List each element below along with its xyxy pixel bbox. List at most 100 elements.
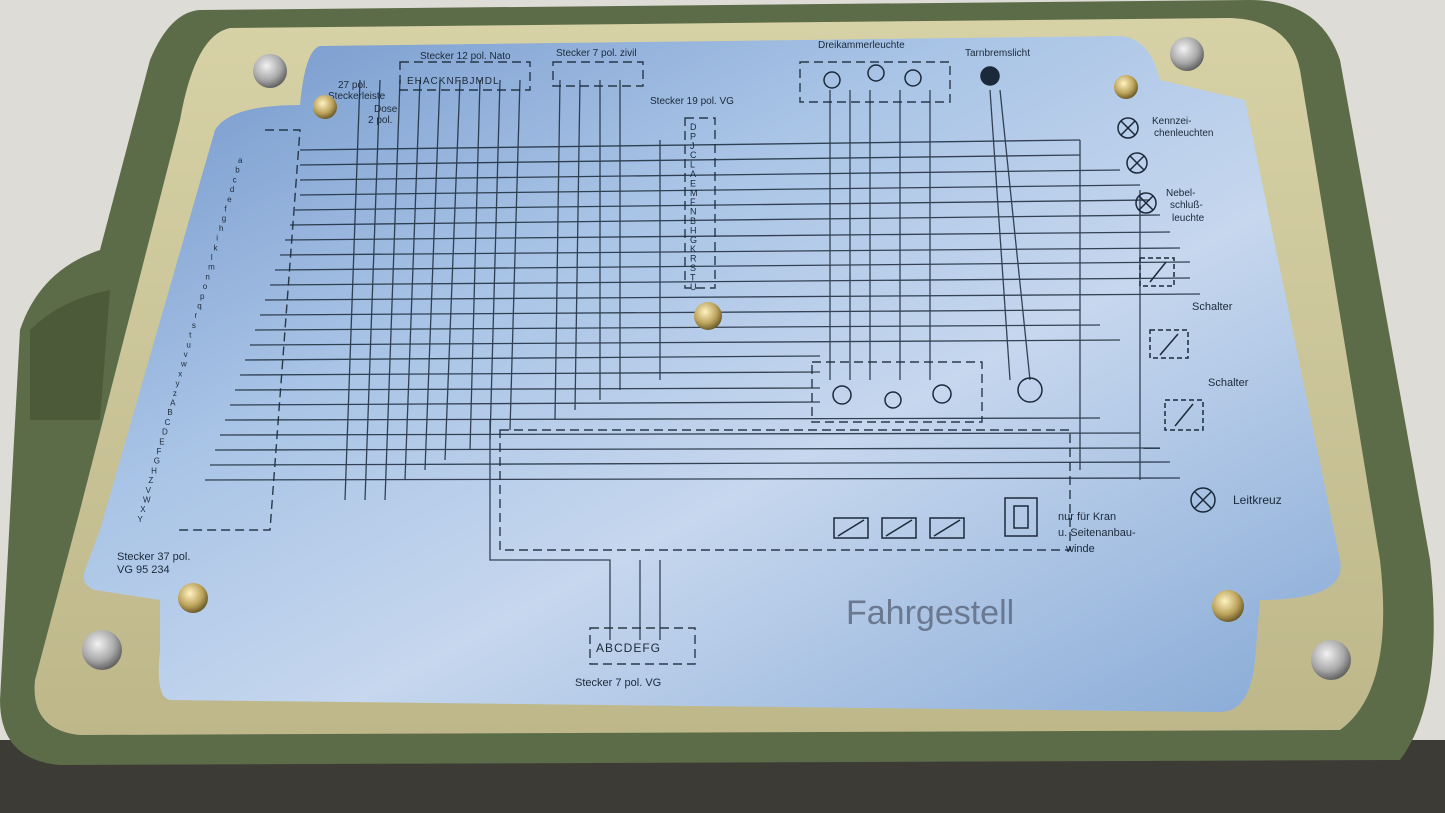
- stecker-37-pin: g: [222, 214, 226, 223]
- dreikammer-lamp-icon: [823, 64, 922, 89]
- nebel-label-2: schluß-: [1170, 200, 1203, 211]
- tarnbrems-lamp-icon: [980, 66, 1043, 403]
- stecker-37-pin: C: [165, 418, 171, 427]
- stecker-19-label: Stecker 19 pol. VG: [650, 96, 734, 107]
- stecker-37-pin: t: [189, 331, 192, 340]
- stecker-37-pin: k: [214, 243, 219, 252]
- stecker-37-pin: Z: [148, 476, 153, 485]
- stecker-19-pin: E: [690, 178, 696, 188]
- stecker-37-pin: l: [211, 253, 213, 262]
- wiring-diagram: [204, 79, 1201, 640]
- stecker-37-pin: H: [151, 466, 157, 475]
- nebel-lamp-icon: [1135, 192, 1157, 214]
- stecker-37-pin: h: [219, 224, 223, 233]
- stecker-37-pin: b: [235, 166, 240, 175]
- stecker-37-pin: o: [203, 282, 208, 291]
- steckerleiste-label: Steckerleiste: [328, 91, 386, 102]
- stecker-37-label: Stecker 37 pol.: [117, 551, 190, 563]
- screw-top-right-icon: [1170, 37, 1204, 71]
- kennzeichen-label-2: chenleuchten: [1154, 128, 1214, 139]
- stecker-37-pin: E: [159, 437, 164, 446]
- stecker-7-zivil-label: Stecker 7 pol. zivil: [556, 48, 637, 59]
- stecker-19-pin: A: [690, 169, 696, 179]
- leitkreuz-label: Leitkreuz: [1233, 493, 1282, 507]
- brass-screw-1-icon: [313, 95, 337, 119]
- stecker-37-pin: D: [162, 428, 168, 437]
- stecker-19-pin: C: [690, 150, 697, 160]
- schalter-1-icon: [1149, 329, 1189, 359]
- schalter-label-2: Schalter: [1208, 377, 1249, 389]
- plate-title: Fahrgestell: [846, 594, 1014, 632]
- lamp-symbols: [823, 64, 1216, 513]
- nebel-label-1: Nebel-: [1166, 188, 1195, 199]
- stecker-37-pin: d: [230, 185, 234, 194]
- stecker-37-pin: p: [200, 292, 205, 301]
- screw-bottom-left-icon: [82, 630, 122, 670]
- stecker-19-pin: K: [690, 244, 696, 254]
- stecker-37-pin: W: [143, 496, 151, 505]
- switch-symbols: [833, 257, 1204, 539]
- circuit-plate: [83, 36, 1341, 712]
- stecker-37-pin: v: [184, 350, 188, 359]
- stecker-37-pin: x: [178, 369, 182, 378]
- stecker-19-pin: D: [690, 122, 697, 132]
- stecker-37-pin: r: [195, 311, 198, 320]
- stecker-37-pin: u: [186, 340, 190, 349]
- stecker-37-pin: e: [227, 195, 232, 204]
- stecker-19-pin: P: [690, 131, 696, 141]
- stecker-37-pin: i: [216, 234, 218, 243]
- pol-27-label: 27 pol.: [338, 80, 368, 91]
- schalter-2-icon: [1164, 399, 1204, 431]
- stecker-37-pin: Y: [138, 515, 144, 524]
- schalter-3-icon: [1139, 257, 1175, 287]
- kennzeichen-label-1: Kennzei-: [1152, 116, 1191, 127]
- screw-bottom-right-icon: [1311, 640, 1351, 680]
- stecker-19-pin: T: [690, 272, 696, 282]
- stecker-37-pin: n: [205, 272, 209, 281]
- stecker-37-pin: z: [173, 389, 177, 398]
- stecker-37-pin: y: [176, 379, 180, 388]
- stecker-7-vg-label: Stecker 7 pol. VG: [575, 677, 661, 689]
- nebel-label-3: leuchte: [1172, 213, 1205, 224]
- schalter-label-1: Schalter: [1192, 301, 1233, 313]
- stecker-37-pin: q: [197, 302, 201, 311]
- stecker-37-pin: F: [157, 447, 162, 456]
- stecker-19-pin: M: [690, 188, 698, 198]
- leitkreuz-lamp-icon: [1190, 487, 1216, 513]
- stecker-12-pins: EHACKNFBJMDL: [407, 76, 500, 87]
- tarnbrems-label: Tarnbremslicht: [965, 48, 1030, 59]
- stecker-37-pin: m: [208, 263, 215, 272]
- kennzeichen-lamp-2-icon: [1126, 152, 1148, 174]
- kran-label-1: nur für Kran: [1058, 511, 1116, 523]
- stecker-37-pin: s: [192, 321, 196, 330]
- stecker-19-pin: R: [690, 254, 697, 264]
- stecker-37-vg-label: VG 95 234: [117, 564, 170, 576]
- dose-pol-label: 2 pol.: [368, 115, 392, 126]
- stecker-37-pin: c: [233, 175, 237, 184]
- stecker-19-pin: B: [690, 216, 696, 226]
- stecker-19-pin: N: [690, 207, 697, 217]
- brass-screw-3-icon: [694, 302, 722, 330]
- stecker-12-label: Stecker 12 pol. Nato: [420, 51, 511, 62]
- stecker-7-vg-pins: ABCDEFG: [596, 641, 661, 655]
- stecker-37-pin: f: [224, 205, 227, 214]
- kran-label-2: u. Seitenanbau-: [1058, 527, 1136, 539]
- screws: [82, 37, 1351, 680]
- stecker-19-pin: J: [690, 141, 695, 151]
- brass-screw-5-icon: [1212, 590, 1244, 622]
- stecker-19-pin: U: [690, 282, 697, 292]
- stecker-19-pin: S: [690, 263, 696, 273]
- stecker-37-pin: V: [146, 486, 152, 495]
- stecker-37-pin: A: [170, 399, 176, 408]
- stecker-19-pin: G: [690, 235, 697, 245]
- kran-label-3: winde: [1065, 543, 1095, 555]
- stecker-19-pin: F: [690, 197, 696, 207]
- stecker-37-pin: X: [140, 505, 146, 514]
- stecker-37-pin: B: [167, 408, 172, 417]
- brass-screw-2-icon: [1114, 75, 1138, 99]
- dreikammer-label: Dreikammerleuchte: [818, 40, 905, 51]
- stecker-37-pin: a: [238, 156, 243, 165]
